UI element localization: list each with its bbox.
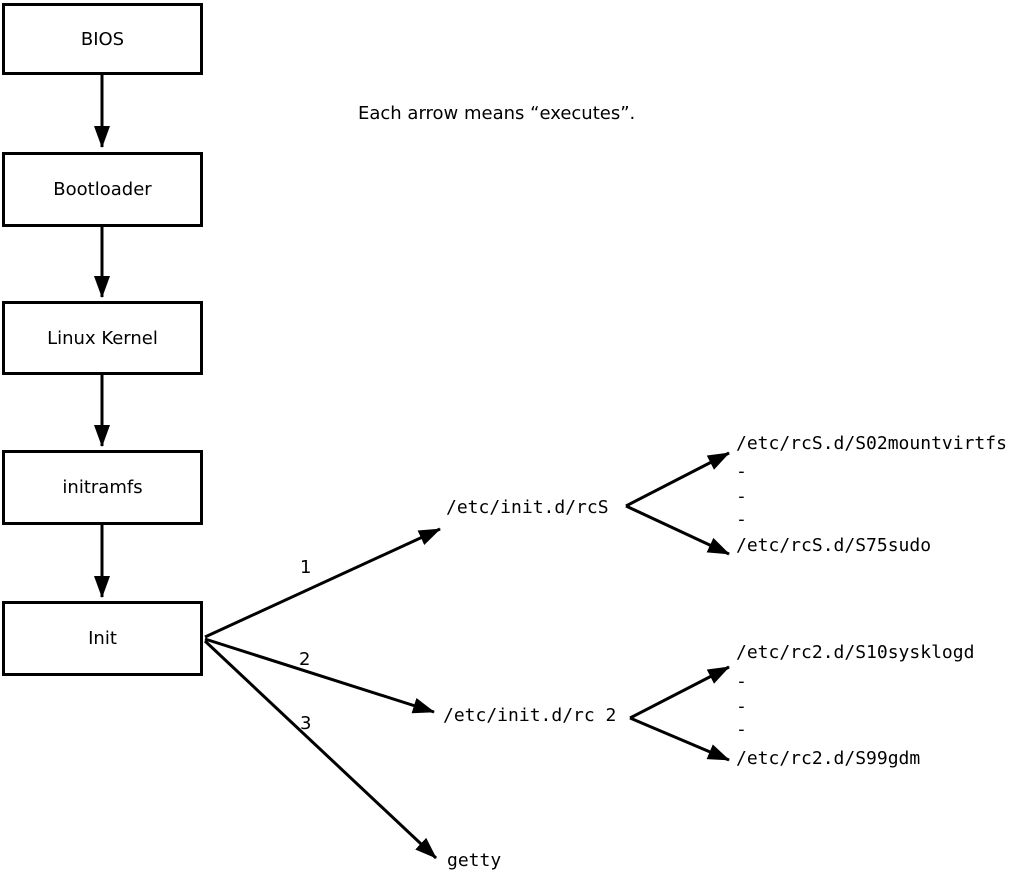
node-rcs-script-s02mountvirtfs: /etc/rcS.d/S02mountvirtfs bbox=[736, 433, 1007, 454]
branch-3-number: 3 bbox=[300, 713, 312, 734]
node-rc2-script-s99gdm: /etc/rc2.d/S99gdm bbox=[736, 748, 921, 769]
legend-note: Each arrow means “executes”. bbox=[358, 103, 636, 124]
node-rc2-script-ellipsis-3: - bbox=[736, 719, 747, 740]
arrow-rc2-to-s99 bbox=[629, 716, 730, 762]
node-rc2-script-ellipsis-1: - bbox=[736, 671, 747, 692]
node-bios: BIOS bbox=[2, 3, 203, 75]
node-initramfs: initramfs bbox=[2, 450, 203, 525]
node-initramfs-label: initramfs bbox=[62, 477, 143, 498]
node-init: Init bbox=[2, 601, 203, 676]
node-rcs-script-ellipsis-3: - bbox=[736, 509, 747, 530]
branch-1-number: 1 bbox=[300, 557, 312, 578]
node-rcs-script-s75sudo: /etc/rcS.d/S75sudo bbox=[736, 535, 932, 556]
node-linux-kernel: Linux Kernel bbox=[2, 301, 203, 375]
node-rc2-script-ellipsis-2: - bbox=[736, 696, 747, 717]
node-bootloader: Bootloader bbox=[2, 152, 203, 227]
node-rc2-script-s10sysklogd: /etc/rc2.d/S10sysklogd bbox=[736, 642, 975, 663]
node-rcs-script-ellipsis-1: - bbox=[736, 461, 747, 482]
arrow-rcs-to-s75 bbox=[625, 504, 730, 556]
arrow-init-to-getty bbox=[203, 639, 438, 860]
node-rc2: /etc/init.d/rc 2 bbox=[443, 705, 617, 726]
arrow-rc2-to-s10 bbox=[629, 665, 730, 720]
branch-2-number: 2 bbox=[299, 649, 311, 670]
node-rcs-script-ellipsis-2: - bbox=[736, 486, 747, 507]
arrow-init-to-rcs bbox=[204, 527, 441, 639]
node-init-label: Init bbox=[88, 628, 117, 649]
arrow-rcs-to-s02 bbox=[625, 451, 730, 508]
node-bootloader-label: Bootloader bbox=[53, 179, 152, 200]
node-linux-kernel-label: Linux Kernel bbox=[47, 327, 158, 349]
node-getty: getty bbox=[447, 850, 502, 871]
node-bios-label: BIOS bbox=[80, 28, 125, 50]
arrow-init-to-rc2 bbox=[204, 637, 435, 714]
node-rcs: /etc/init.d/rcS bbox=[446, 497, 609, 518]
